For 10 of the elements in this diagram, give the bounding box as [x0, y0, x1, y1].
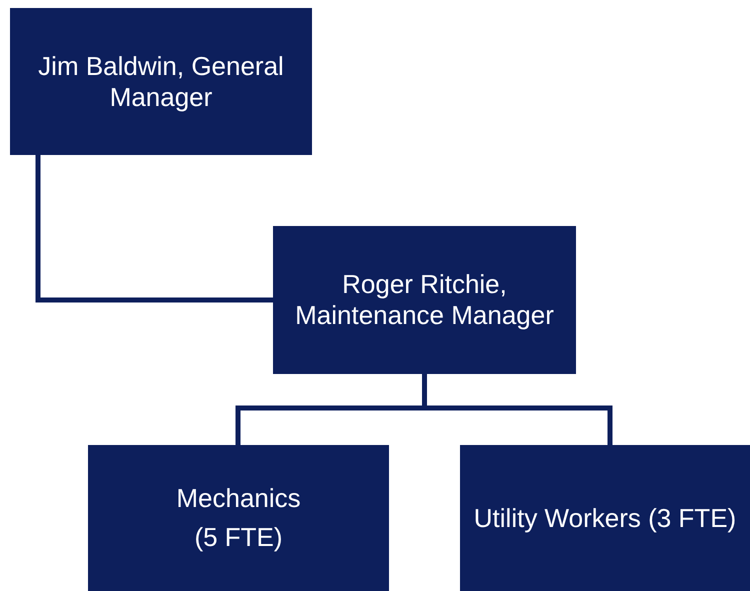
org-box — [460, 445, 750, 591]
role-text: Utility Workers (3 FTE) — [474, 502, 736, 534]
role-text: Jim Baldwin, General Manager — [37, 50, 285, 112]
org-box — [10, 8, 312, 155]
connector-line — [36, 155, 273, 302]
role-text: Mechanics — [176, 483, 301, 514]
role-text: Roger Ritchie, Maintenance Manager — [294, 269, 555, 331]
role-text: (5 FTE) — [194, 522, 283, 553]
org-box — [88, 445, 389, 591]
org-box — [273, 226, 576, 374]
